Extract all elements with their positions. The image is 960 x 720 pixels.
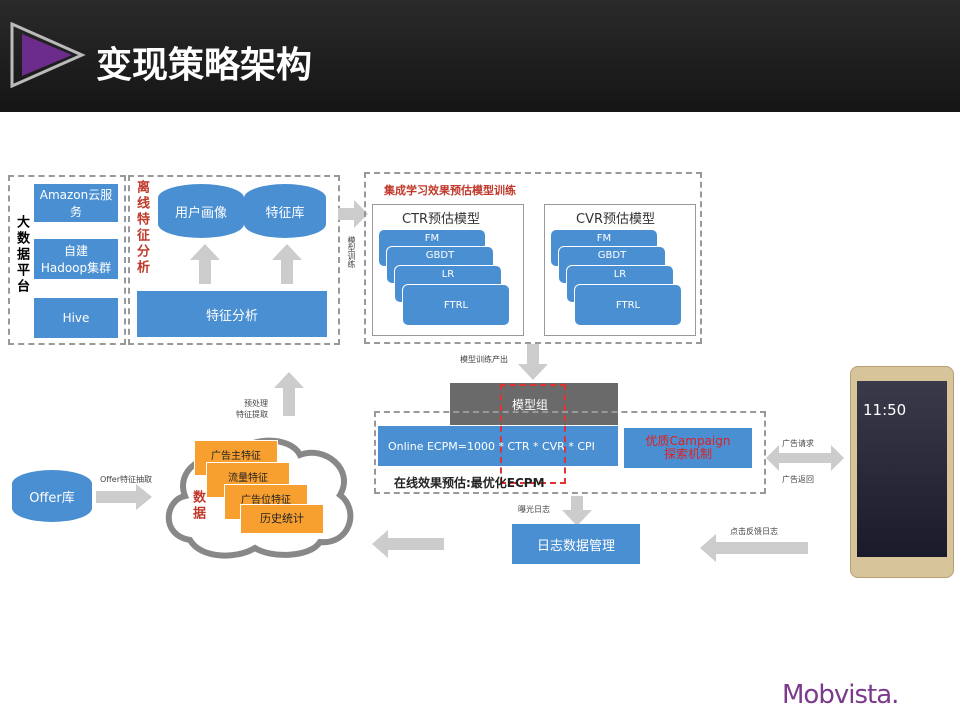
model-output-label: 模型训练产出	[460, 355, 508, 364]
down-arrow-icon	[562, 496, 592, 526]
left-arrow-icon	[372, 530, 444, 558]
online-caption: 在线效果预估:最优化ECPM	[394, 476, 545, 490]
model-card-ftrl: FTRL	[574, 284, 682, 326]
play-triangle-logo	[10, 22, 86, 88]
offer-extract-label: Offer特征抽取	[100, 475, 153, 484]
up-arrow-icon	[272, 244, 302, 284]
cvr-title: CVR预估模型	[576, 212, 656, 227]
model-card-ftrl: FTRL	[402, 284, 510, 326]
ad-request-label: 广告请求	[782, 439, 814, 448]
amazon-box: Amazon云服务	[34, 184, 118, 222]
log-mgmt-box: 日志数据管理	[512, 524, 640, 564]
right-arrow-icon	[96, 484, 152, 510]
preprocess-label: 预处理 特征提取	[236, 399, 268, 419]
ensemble-title: 集成学习效果预估模型训练	[384, 184, 516, 197]
model-train-label: 模型训练	[347, 236, 356, 268]
data-label: 数据	[190, 490, 205, 522]
up-arrow-icon	[274, 372, 304, 416]
model-group-box	[450, 383, 618, 425]
phone-image: 11:50	[850, 366, 954, 578]
offer-db: Offer库	[12, 470, 92, 522]
phone-screen	[857, 381, 947, 557]
up-arrow-icon	[190, 244, 220, 284]
feature-db: 特征库	[244, 184, 326, 238]
ad-return-label: 广告返回	[782, 475, 814, 484]
hadoop-box: 自建 Hadoop集群	[34, 239, 118, 279]
offline-label: 离线特征分析	[134, 180, 149, 276]
click-log-label: 点击反馈日志	[730, 527, 778, 536]
phone-clock: 11:50	[863, 401, 907, 419]
brand-logo: Mobvista.	[782, 680, 899, 710]
ctr-model-box	[372, 204, 524, 336]
data-card: 历史统计	[240, 504, 324, 534]
ensemble-box	[364, 172, 702, 344]
offline-box	[128, 175, 340, 345]
page-title: 变现策略架构	[96, 45, 313, 86]
ctr-title: CTR预估模型	[402, 212, 481, 227]
bigdata-platform-box	[8, 175, 126, 345]
header-bar	[0, 0, 960, 112]
model-group-label: 模型组	[512, 398, 549, 412]
left-arrow-icon	[700, 534, 808, 562]
cvr-model-box	[544, 204, 696, 336]
online-box	[374, 411, 766, 494]
hive-box: Hive	[34, 298, 118, 338]
right-arrow-icon	[338, 200, 368, 228]
down-arrow-icon	[518, 344, 548, 380]
feature-analysis-box: 特征分析	[137, 291, 327, 337]
bigdata-label: 大数据平台	[14, 215, 29, 295]
highlight-box	[500, 384, 566, 484]
bidirectional-arrow-icon	[766, 445, 844, 471]
user-profile-db: 用户画像	[158, 184, 244, 238]
ecpm-formula-box: Online ECPM=1000 * CTR * CVR * CPI	[378, 426, 618, 466]
impression-log-label: 曝光日志	[518, 505, 550, 514]
campaign-explore-box: 优质Campaign 探索机制	[624, 428, 752, 468]
